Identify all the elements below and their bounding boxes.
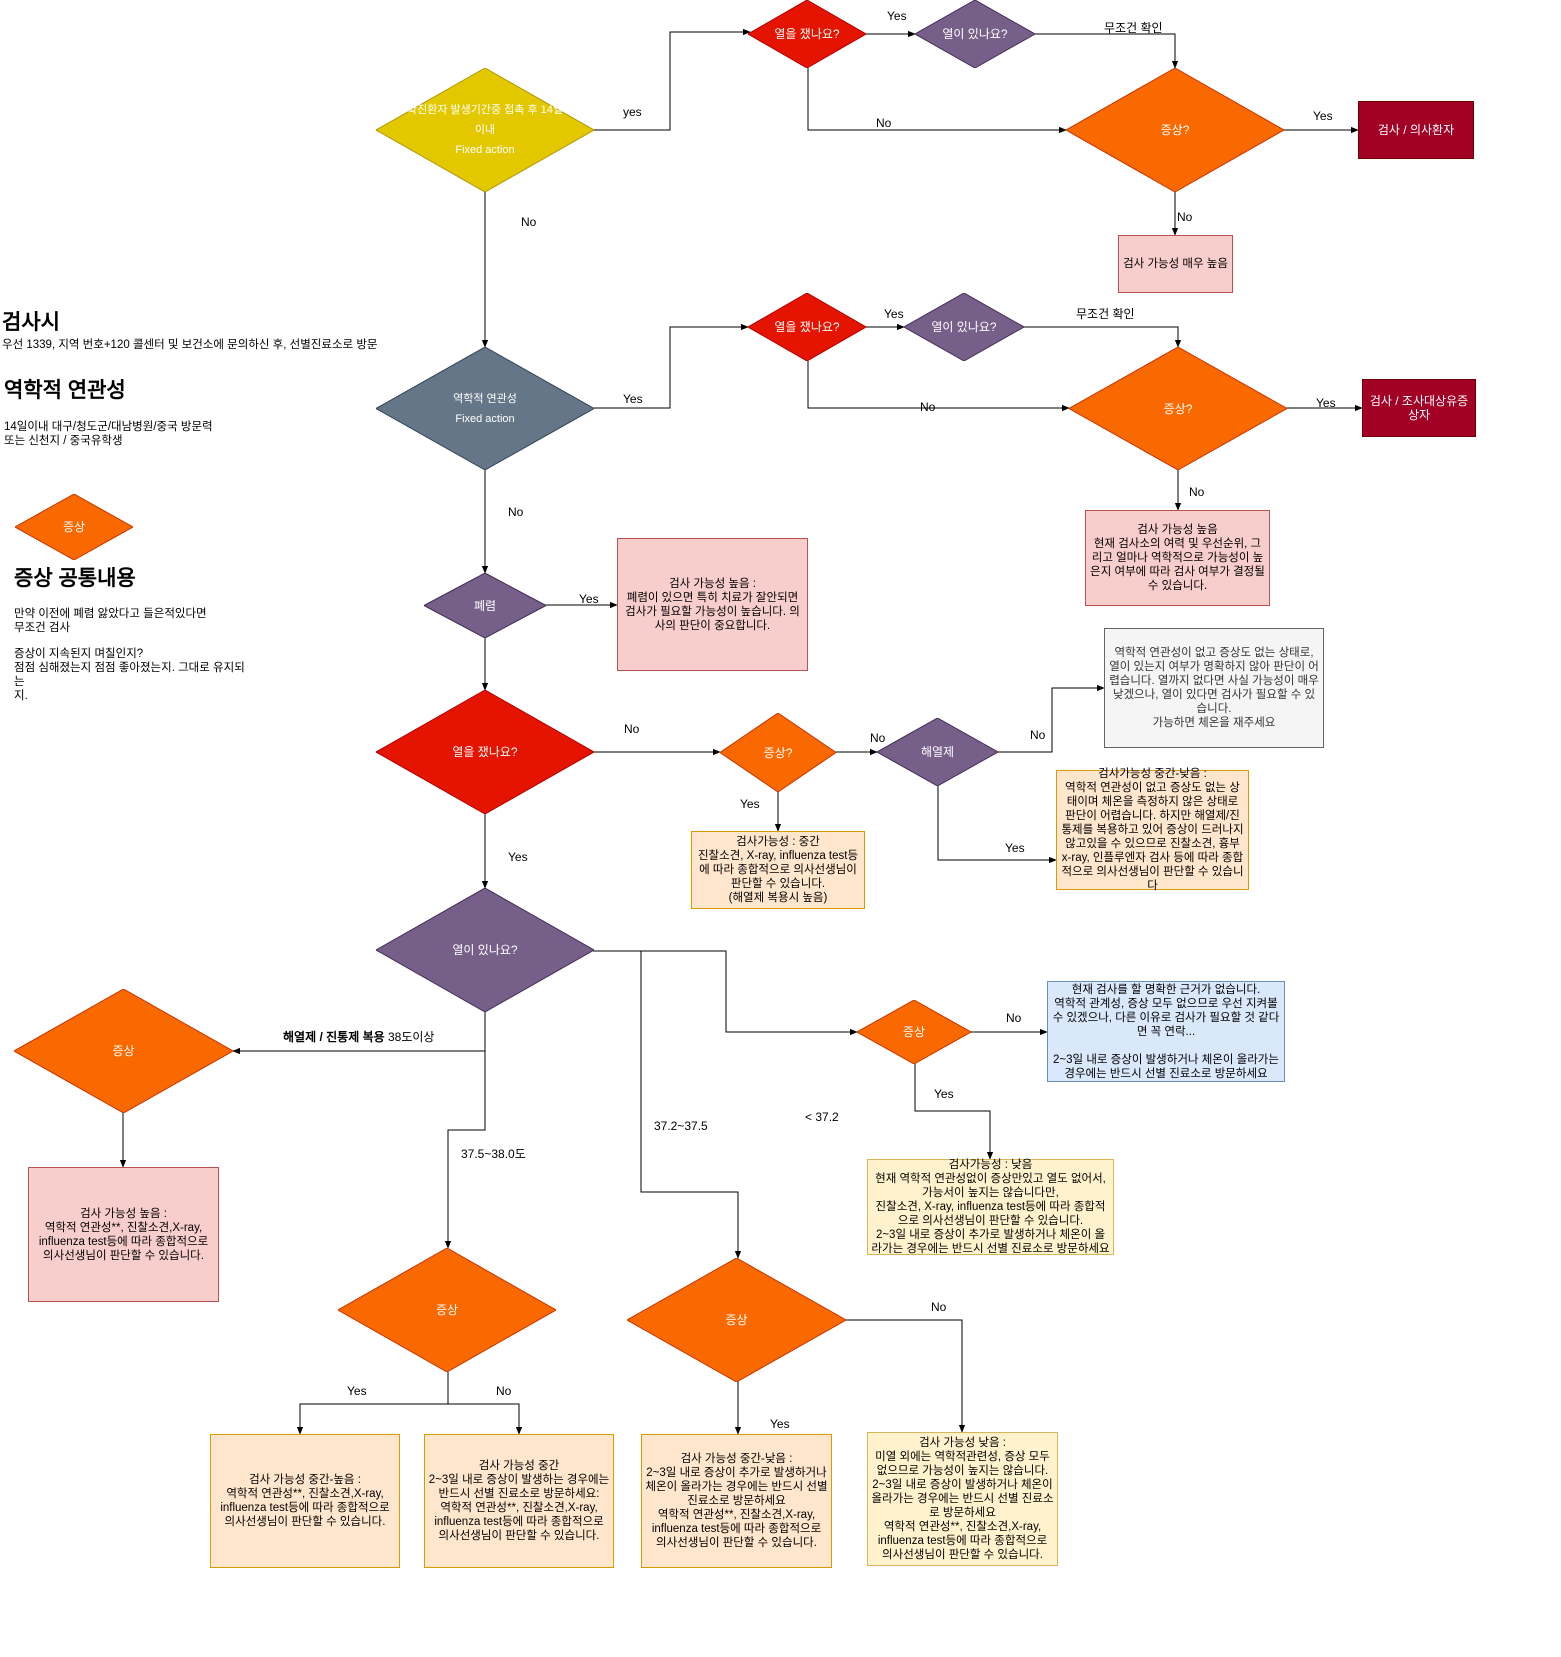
symptom-decision-b[interactable]: 증상 [627, 1258, 846, 1382]
symptom-common-text1: 만약 이전에 폐렴 앓았다고 들은적있다면 무조건 검사 [14, 608, 207, 634]
label-always-check-1: 무조건 확인 [1104, 21, 1163, 35]
label-yes-symb: Yes [770, 1417, 790, 1431]
label-no-contact: No [521, 215, 537, 229]
label-yes-fever1: Yes [887, 9, 907, 23]
label-no-fever3: No [624, 722, 640, 736]
label-375-380: 37.5~38.0도 [461, 1147, 526, 1161]
label-always-check-2: 무조건 확인 [1076, 307, 1135, 321]
edge-symb-low2 [846, 1319, 966, 1433]
label-yes-fever2: Yes [884, 307, 904, 321]
test-text: 우선 1339, 지역 번호+120 콜센터 및 보건소에 문의하신 후, 선별… [2, 339, 378, 351]
symptom-decision-2[interactable]: 증상? [1069, 347, 1287, 470]
has-fever-decision-2[interactable]: 열이 있나요? [904, 293, 1024, 361]
epi-title: 역학적 연관성 [4, 379, 126, 402]
label-yes-pneumonia: Yes [579, 592, 599, 606]
test-title: 검사시 [2, 311, 60, 334]
label-under-372: < 37.2 [805, 1110, 839, 1124]
antipyretic-decision[interactable]: 해열제 [877, 718, 998, 786]
left-high-likelihood-box: 검사 가능성 높음 : 역학적 연관성**, 진찰소견,X-ray, influ… [28, 1167, 219, 1302]
label-no-fever2: No [920, 400, 936, 414]
fever-measured-decision-1[interactable]: 열을 쟀나요? [748, 0, 866, 68]
label-372-375: 37.2~37.5 [654, 1119, 708, 1133]
label-yes-epi: Yes [623, 392, 643, 406]
mid-low-likelihood-box-1: 검사가능성 중간-낮음 : 역학적 연관성이 없고 증상도 없는 상태이며 체온… [1056, 768, 1249, 892]
test-investigation-target-box: 검사 / 조사대상유증상자 [1362, 379, 1476, 437]
symptom-common-text2: 증상이 지속된지 며칠인지? 점점 심해졌는지 점점 좋아졌는지. 그대로 유지… [14, 648, 245, 702]
edge-syma-midhigh [296, 1372, 449, 1435]
label-no-symc: No [1006, 1011, 1022, 1025]
has-fever-decision-1[interactable]: 열이 있나요? [915, 0, 1035, 68]
label-yes-sym3: Yes [740, 797, 760, 811]
label-no-epi: No [508, 505, 524, 519]
has-fever-decision-3[interactable]: 열이 있나요? [376, 888, 594, 1012]
epi-link-decision[interactable]: 역학적 연관성 Fixed action [376, 347, 594, 470]
edge-contact-fever1 [593, 28, 751, 131]
mid-high-likelihood-box: 검사 가능성 중간-높음 : 역학적 연관성**, 진찰소견,X-ray, in… [210, 1434, 400, 1568]
symptom-decision-a[interactable]: 증상 [338, 1248, 556, 1372]
label-yes-fever3: Yes [508, 850, 528, 864]
edge-symc-lowbox [914, 1063, 994, 1160]
label-over-38: 38도이상 [388, 1030, 435, 1044]
edge-antipyretic-midlow [937, 785, 1057, 864]
test-suspected-patient-box: 검사 / 의사환자 [1358, 101, 1474, 159]
very-high-likelihood-box: 검사 가능성 매우 높음 [1118, 235, 1233, 293]
symptom-common-title: 증상 공통내용 [14, 567, 136, 590]
edge-fever1-sym1 [807, 68, 1067, 134]
label-no-sym3: No [870, 731, 886, 745]
edge-fever2-sym2 [807, 361, 1070, 412]
pneumonia-high-box: 검사 가능성 높음 : 폐렴이 있으면 특히 치료가 잘안되면 검사가 필요할 … [617, 538, 808, 671]
no-basis-blue-box: 현재 검사를 할 명확한 근거가 없습니다. 역학적 관계성, 증상 모두 없으… [1047, 981, 1285, 1082]
edge-epi-fever2 [593, 323, 749, 409]
label-no-symb: No [931, 1300, 947, 1314]
label-no-syma: No [496, 1384, 512, 1398]
edge-hasfever3-symc [593, 950, 858, 1036]
no-info-gray-box: 역학적 연관성이 없고 증상도 없는 상태로, 열이 있는지 여부가 명확하지 … [1104, 628, 1324, 748]
label-no-antipyretic: No [1030, 728, 1046, 742]
epi-text: 14일이내 대구/청도군/대남병원/중국 방문력 또는 신천지 / 중국유학생 [4, 421, 213, 447]
label-no-sym2: No [1189, 485, 1205, 499]
label-antipyretic-taken: 해열제 / 진통제 복용 [283, 1030, 385, 1044]
fever-measured-decision-3[interactable]: 열을 쟀나요? [376, 690, 594, 814]
label-yes-antipyretic: Yes [1005, 841, 1025, 855]
label-no-sym1: No [1177, 210, 1193, 224]
high-likelihood-box-2: 검사 가능성 높음 현재 검사소의 여력 및 우선순위, 그리고 얼마나 역학적… [1085, 510, 1270, 606]
legend-symptom-diamond: 증상 [15, 494, 133, 560]
pneumonia-decision[interactable]: 폐렴 [424, 573, 546, 638]
label-yes-sym2: Yes [1316, 396, 1336, 410]
symptom-decision-c[interactable]: 증상 [857, 1000, 971, 1064]
low-likelihood-box-1: 검사가능성 : 낮음 현재 역학적 연관성없이 증상만있고 열도 없어서, 가능… [867, 1159, 1114, 1255]
label-yes-symc: Yes [934, 1087, 954, 1101]
edge-hasfever2-sym2 [1024, 326, 1182, 348]
edge-hasfever3-symb [593, 950, 742, 1259]
edge-hasfever1-sym1 [1035, 33, 1179, 69]
mid-likelihood-box: 검사가능성 : 중간 진찰소견, X-ray, influenza test등에… [691, 831, 865, 909]
edge-hasfever3-syma [444, 1051, 486, 1249]
label-yes-syma: Yes [347, 1384, 367, 1398]
mid-likelihood-box-2: 검사 가능성 중간 2~3일 내로 증상이 발생하는 경우에는 반드시 선별 진… [424, 1434, 614, 1568]
label-no-fever1: No [876, 116, 892, 130]
edge-antipyretic-graybox [997, 684, 1105, 753]
symptom-decision-1[interactable]: 증상? [1066, 68, 1284, 192]
fever-measured-decision-2[interactable]: 열을 쟀나요? [748, 293, 866, 361]
low-likelihood-box-2: 검사 가능성 낮음 : 미열 외에는 역학적관련성, 증상 모두 없으므로 가능… [867, 1432, 1058, 1566]
contact-decision[interactable]: 확진환자 발생기간중 접촉 후 14일이내 Fixed action [376, 68, 594, 192]
edge-syma-mid2 [448, 1403, 523, 1435]
symptom-decision-3[interactable]: 증상? [720, 713, 836, 792]
mid-low-likelihood-box-2: 검사 가능성 중간-낮음 : 2~3일 내로 증상이 추가로 발생하거나 체온이… [641, 1434, 832, 1568]
symptom-decision-left[interactable]: 증상 [14, 989, 233, 1113]
label-yes-contact: yes [623, 105, 642, 119]
label-yes-sym1: Yes [1313, 109, 1333, 123]
